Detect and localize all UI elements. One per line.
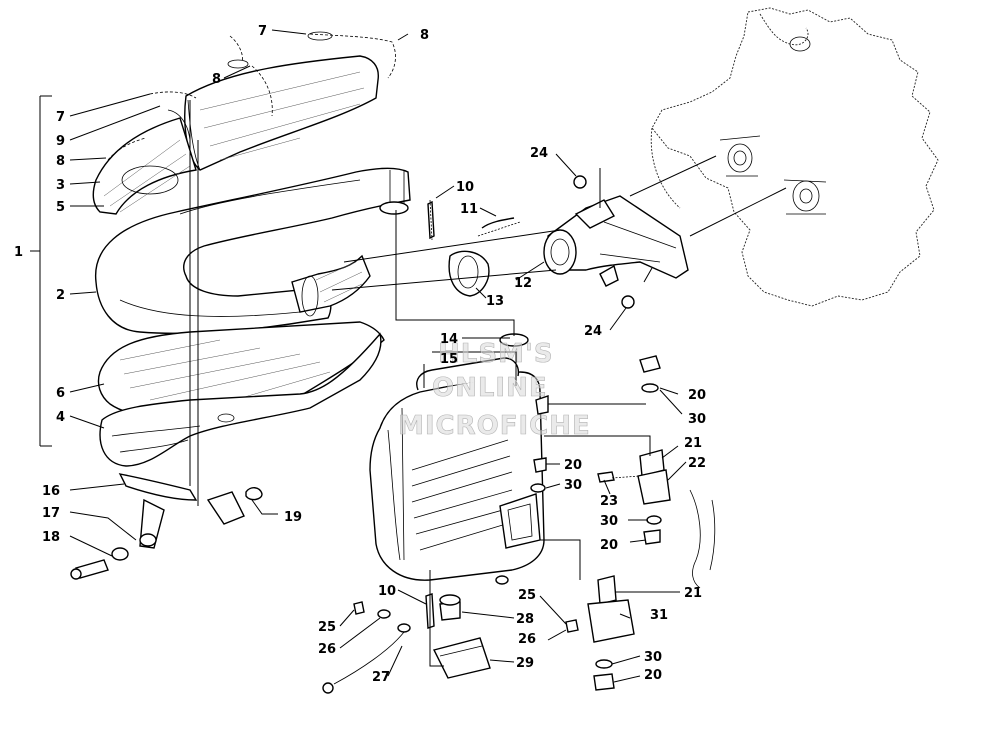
callout-14: 14 (440, 332, 458, 347)
lower-heat-shield-assembly (97, 321, 385, 467)
callout-11: 11 (460, 202, 478, 217)
callout-7-left: 7 (56, 110, 65, 125)
callout-18: 18 (42, 530, 60, 545)
callout-7-top: 7 (258, 24, 267, 39)
callout-4: 4 (56, 410, 65, 425)
lower-hardware (322, 593, 579, 694)
callout-5: 5 (56, 200, 65, 215)
callout-30-b: 30 (564, 478, 582, 493)
callout-20-b: 20 (564, 458, 582, 473)
callout-26-right: 26 (518, 632, 536, 647)
callout-26-left: 26 (318, 642, 336, 657)
callout-29: 29 (516, 656, 534, 671)
callout-25-right: 25 (518, 588, 536, 603)
rubber-mounts (530, 355, 716, 691)
callout-6: 6 (56, 386, 65, 401)
exhaust-pipe (94, 167, 411, 334)
callout-24-upper: 24 (530, 146, 548, 161)
callout-12: 12 (514, 276, 532, 291)
callout-2: 2 (56, 288, 65, 303)
callout-27: 27 (372, 670, 390, 685)
watermark: HLSM'S ONLINE MICROFICHE (398, 339, 591, 442)
callout-22: 22 (688, 456, 706, 471)
callout-15: 15 (440, 352, 458, 367)
watermark-line-2: ONLINE (432, 373, 548, 403)
callout-8-right: 8 (420, 28, 429, 43)
mounting-bracket (70, 473, 263, 580)
callout-20-c: 20 (600, 538, 618, 553)
callout-30-c: 30 (600, 514, 618, 529)
upper-heat-shield-assembly (92, 55, 379, 215)
callout-labels: 1 2 3 4 5 6 7 7 8 8 8 9 10 10 11 12 13 1… (14, 24, 706, 685)
callout-21-b: 21 (684, 586, 702, 601)
callout-8-top: 8 (212, 72, 221, 87)
callout-19: 19 (284, 510, 302, 525)
callout-25-left: 25 (318, 620, 336, 635)
exhaust-manifold-y-pipe (427, 175, 689, 309)
watermark-line-3: MICROFICHE (398, 411, 591, 441)
callout-28: 28 (516, 612, 534, 627)
callout-20-d: 20 (644, 668, 662, 683)
retaining-springs (107, 31, 396, 161)
callout-20-a: 20 (688, 388, 706, 403)
engine-outline (650, 7, 939, 307)
callout-21-a: 21 (684, 436, 702, 451)
watermark-line-1: HLSM'S (438, 339, 554, 369)
leader-lines (30, 29, 787, 683)
callout-8-left: 8 (56, 154, 65, 169)
muffler-box (369, 333, 549, 585)
callout-30-d: 30 (644, 650, 662, 665)
callout-23: 23 (600, 494, 618, 509)
callout-1: 1 (14, 245, 23, 260)
callout-10-lower: 10 (378, 584, 396, 599)
callout-3: 3 (56, 178, 65, 193)
callout-30-a: 30 (688, 412, 706, 427)
callout-17: 17 (42, 506, 60, 521)
callout-24-lower: 24 (584, 324, 602, 339)
callout-10-upper: 10 (456, 180, 474, 195)
callout-13: 13 (486, 294, 504, 309)
callout-9: 9 (56, 134, 65, 149)
callout-31: 31 (650, 608, 668, 623)
callout-16: 16 (42, 484, 60, 499)
